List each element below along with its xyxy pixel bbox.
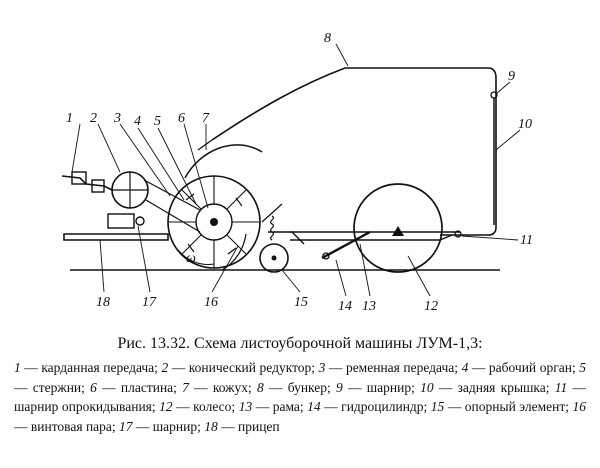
legend-item: 14 — гидроцилиндр; bbox=[307, 399, 431, 414]
legend-item: 6 — пластина; bbox=[90, 379, 183, 395]
hinge-bracket bbox=[107, 213, 135, 229]
legend-item: 18 — прицеп bbox=[204, 418, 280, 434]
legend-item: 2 — конический редуктор; bbox=[161, 360, 319, 375]
label-3: 3 bbox=[113, 111, 121, 126]
support-arm bbox=[268, 231, 305, 245]
hopper-front-line bbox=[197, 139, 213, 151]
cardan-joint bbox=[71, 171, 87, 185]
legend-item: 10 — задняя крышка; bbox=[420, 379, 555, 395]
label-15: 15 bbox=[294, 295, 308, 310]
gearbox-shaft bbox=[112, 172, 148, 208]
legend-item: 16 — винтовая пара; bbox=[14, 399, 587, 434]
support-spring bbox=[269, 215, 275, 241]
legend-item: 7 — кожух; bbox=[182, 379, 257, 395]
legend-item: 5 — стержни; bbox=[14, 360, 586, 395]
tilt-hinge bbox=[454, 230, 462, 238]
label-4: 4 bbox=[134, 114, 141, 129]
legend-item: 3 — ременная передача; bbox=[318, 360, 462, 375]
cover-arc bbox=[184, 144, 263, 179]
label-9: 9 bbox=[508, 69, 515, 84]
support-roller-hub bbox=[271, 255, 277, 261]
label-7: 7 bbox=[202, 111, 210, 126]
label-8: 8 bbox=[324, 31, 331, 46]
wheel-hub bbox=[392, 226, 404, 236]
hydraulic-cylinder bbox=[321, 230, 371, 260]
label-17: 17 bbox=[142, 295, 157, 310]
trailer-drawbar bbox=[63, 233, 169, 241]
legend-item: 8 — бункер; bbox=[257, 379, 337, 395]
hinge-17 bbox=[135, 216, 145, 226]
label-16: 16 bbox=[204, 295, 218, 310]
figure-caption: Рис. 13.32. Схема листоуборочной машины … bbox=[117, 335, 483, 352]
legend-item: 11 — шарнир опрокидывания; bbox=[14, 379, 586, 415]
rotor-plates bbox=[185, 193, 243, 255]
wheel bbox=[353, 183, 443, 273]
legend-item: 4 — рабочий орган; bbox=[461, 360, 580, 375]
legend-item: 9 — шарнир; bbox=[336, 379, 421, 395]
label-10: 10 bbox=[518, 117, 532, 132]
machine-diagram: ω 1 2 3 4 5 6 7 8 9 10 1 bbox=[61, 31, 533, 314]
label-12: 12 bbox=[424, 299, 438, 314]
label-14: 14 bbox=[338, 299, 352, 314]
label-13: 13 bbox=[362, 299, 376, 314]
figure-legend: 1 — карданная передача; 2 — конический р… bbox=[14, 358, 586, 436]
label-18: 18 bbox=[96, 295, 110, 310]
cardan-joint-2 bbox=[91, 179, 105, 193]
cylinder-pivot bbox=[322, 252, 330, 260]
hopper-outline bbox=[211, 67, 497, 236]
rotation-arrow bbox=[177, 249, 215, 266]
label-11: 11 bbox=[520, 233, 533, 248]
label-5: 5 bbox=[154, 114, 161, 129]
legend-item: 13 — рама; bbox=[238, 399, 308, 414]
legend-item: 12 — колесо; bbox=[159, 399, 239, 414]
support-hook bbox=[261, 203, 283, 223]
label-6: 6 bbox=[178, 111, 185, 126]
legend-item: 17 — шарнир; bbox=[119, 418, 205, 434]
leader-lines bbox=[71, 43, 521, 297]
support-roller bbox=[259, 243, 289, 273]
belt-drive bbox=[143, 179, 201, 233]
omega-label: ω bbox=[186, 251, 196, 266]
legend-item: 1 — карданная передача; bbox=[14, 360, 162, 375]
frame-lower bbox=[290, 234, 453, 241]
legend-item: 15 — опорный элемент; bbox=[430, 399, 573, 414]
rotor-hub bbox=[210, 218, 218, 226]
screw-pair bbox=[221, 233, 247, 271]
label-2: 2 bbox=[90, 111, 97, 126]
label-1: 1 bbox=[66, 111, 73, 126]
